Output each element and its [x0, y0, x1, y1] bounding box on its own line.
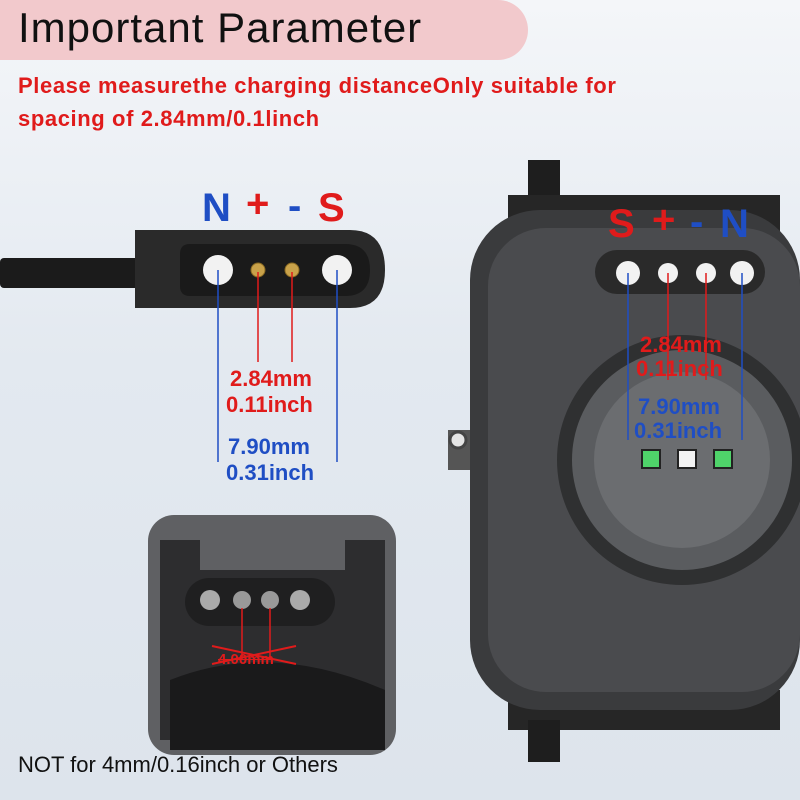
watch-large-inch: 0.31inch — [634, 418, 723, 443]
cable-label-minus: - — [288, 184, 302, 228]
watch-small-mm: 2.84mm — [640, 332, 722, 357]
watch-label-n: N — [720, 202, 749, 246]
cable-label-s: S — [318, 186, 345, 230]
cable-label-n: N — [202, 186, 231, 230]
cable-label-plus: + — [246, 182, 270, 226]
watch-label-s: S — [608, 202, 635, 246]
inset-measure: 4.00mm — [218, 651, 274, 668]
watch-large-mm: 7.90mm — [638, 394, 720, 419]
warning-line-1: Please measurethe charging distanceOnly … — [18, 73, 617, 98]
watch-pin-housing — [595, 250, 765, 294]
bottom-note: NOT for 4mm/0.16inch or Others — [18, 752, 338, 777]
page-title: Important Parameter — [18, 4, 423, 51]
warning-line-2: spacing of 2.84mm/0.1linch — [18, 106, 320, 131]
title-banner — [0, 0, 528, 60]
cable-wire — [0, 258, 150, 288]
watch-label-minus: - — [690, 200, 704, 244]
cable-small-mm: 2.84mm — [230, 366, 312, 391]
cable-large-inch: 0.31inch — [226, 460, 315, 485]
cable-large-mm: 7.90mm — [228, 434, 310, 459]
watch-label-plus: + — [652, 198, 676, 242]
cable-small-inch: 0.11inch — [226, 392, 313, 417]
watch-small-inch: 0.11inch — [636, 356, 723, 381]
